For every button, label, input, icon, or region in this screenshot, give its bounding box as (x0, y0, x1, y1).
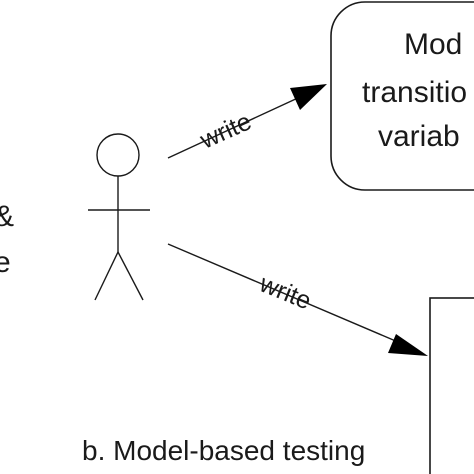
left-text-fragment-1: & (0, 200, 14, 233)
lower-arrow-line (167, 243, 399, 343)
actor-figure (88, 133, 150, 301)
upper-arrow-label: write (195, 107, 256, 154)
lower-box (429, 297, 474, 474)
actor-right-leg (117, 251, 144, 301)
actor-left-leg (94, 251, 119, 301)
model-box-line-2: transitio (362, 76, 467, 109)
upper-arrow (167, 84, 327, 159)
actor-head (96, 133, 140, 177)
lower-arrow-label: write (255, 269, 315, 315)
model-box-line-1: Mod (404, 28, 462, 61)
model-box (330, 1, 474, 191)
model-box-line-3: variab (378, 120, 460, 153)
left-text-fragment-2: e (0, 246, 11, 279)
lower-arrow (167, 243, 428, 356)
upper-arrowhead (290, 84, 327, 110)
upper-arrow-line (167, 96, 301, 159)
diagram-caption: b. Model-based testing (82, 435, 365, 466)
lower-arrowhead (388, 334, 428, 356)
